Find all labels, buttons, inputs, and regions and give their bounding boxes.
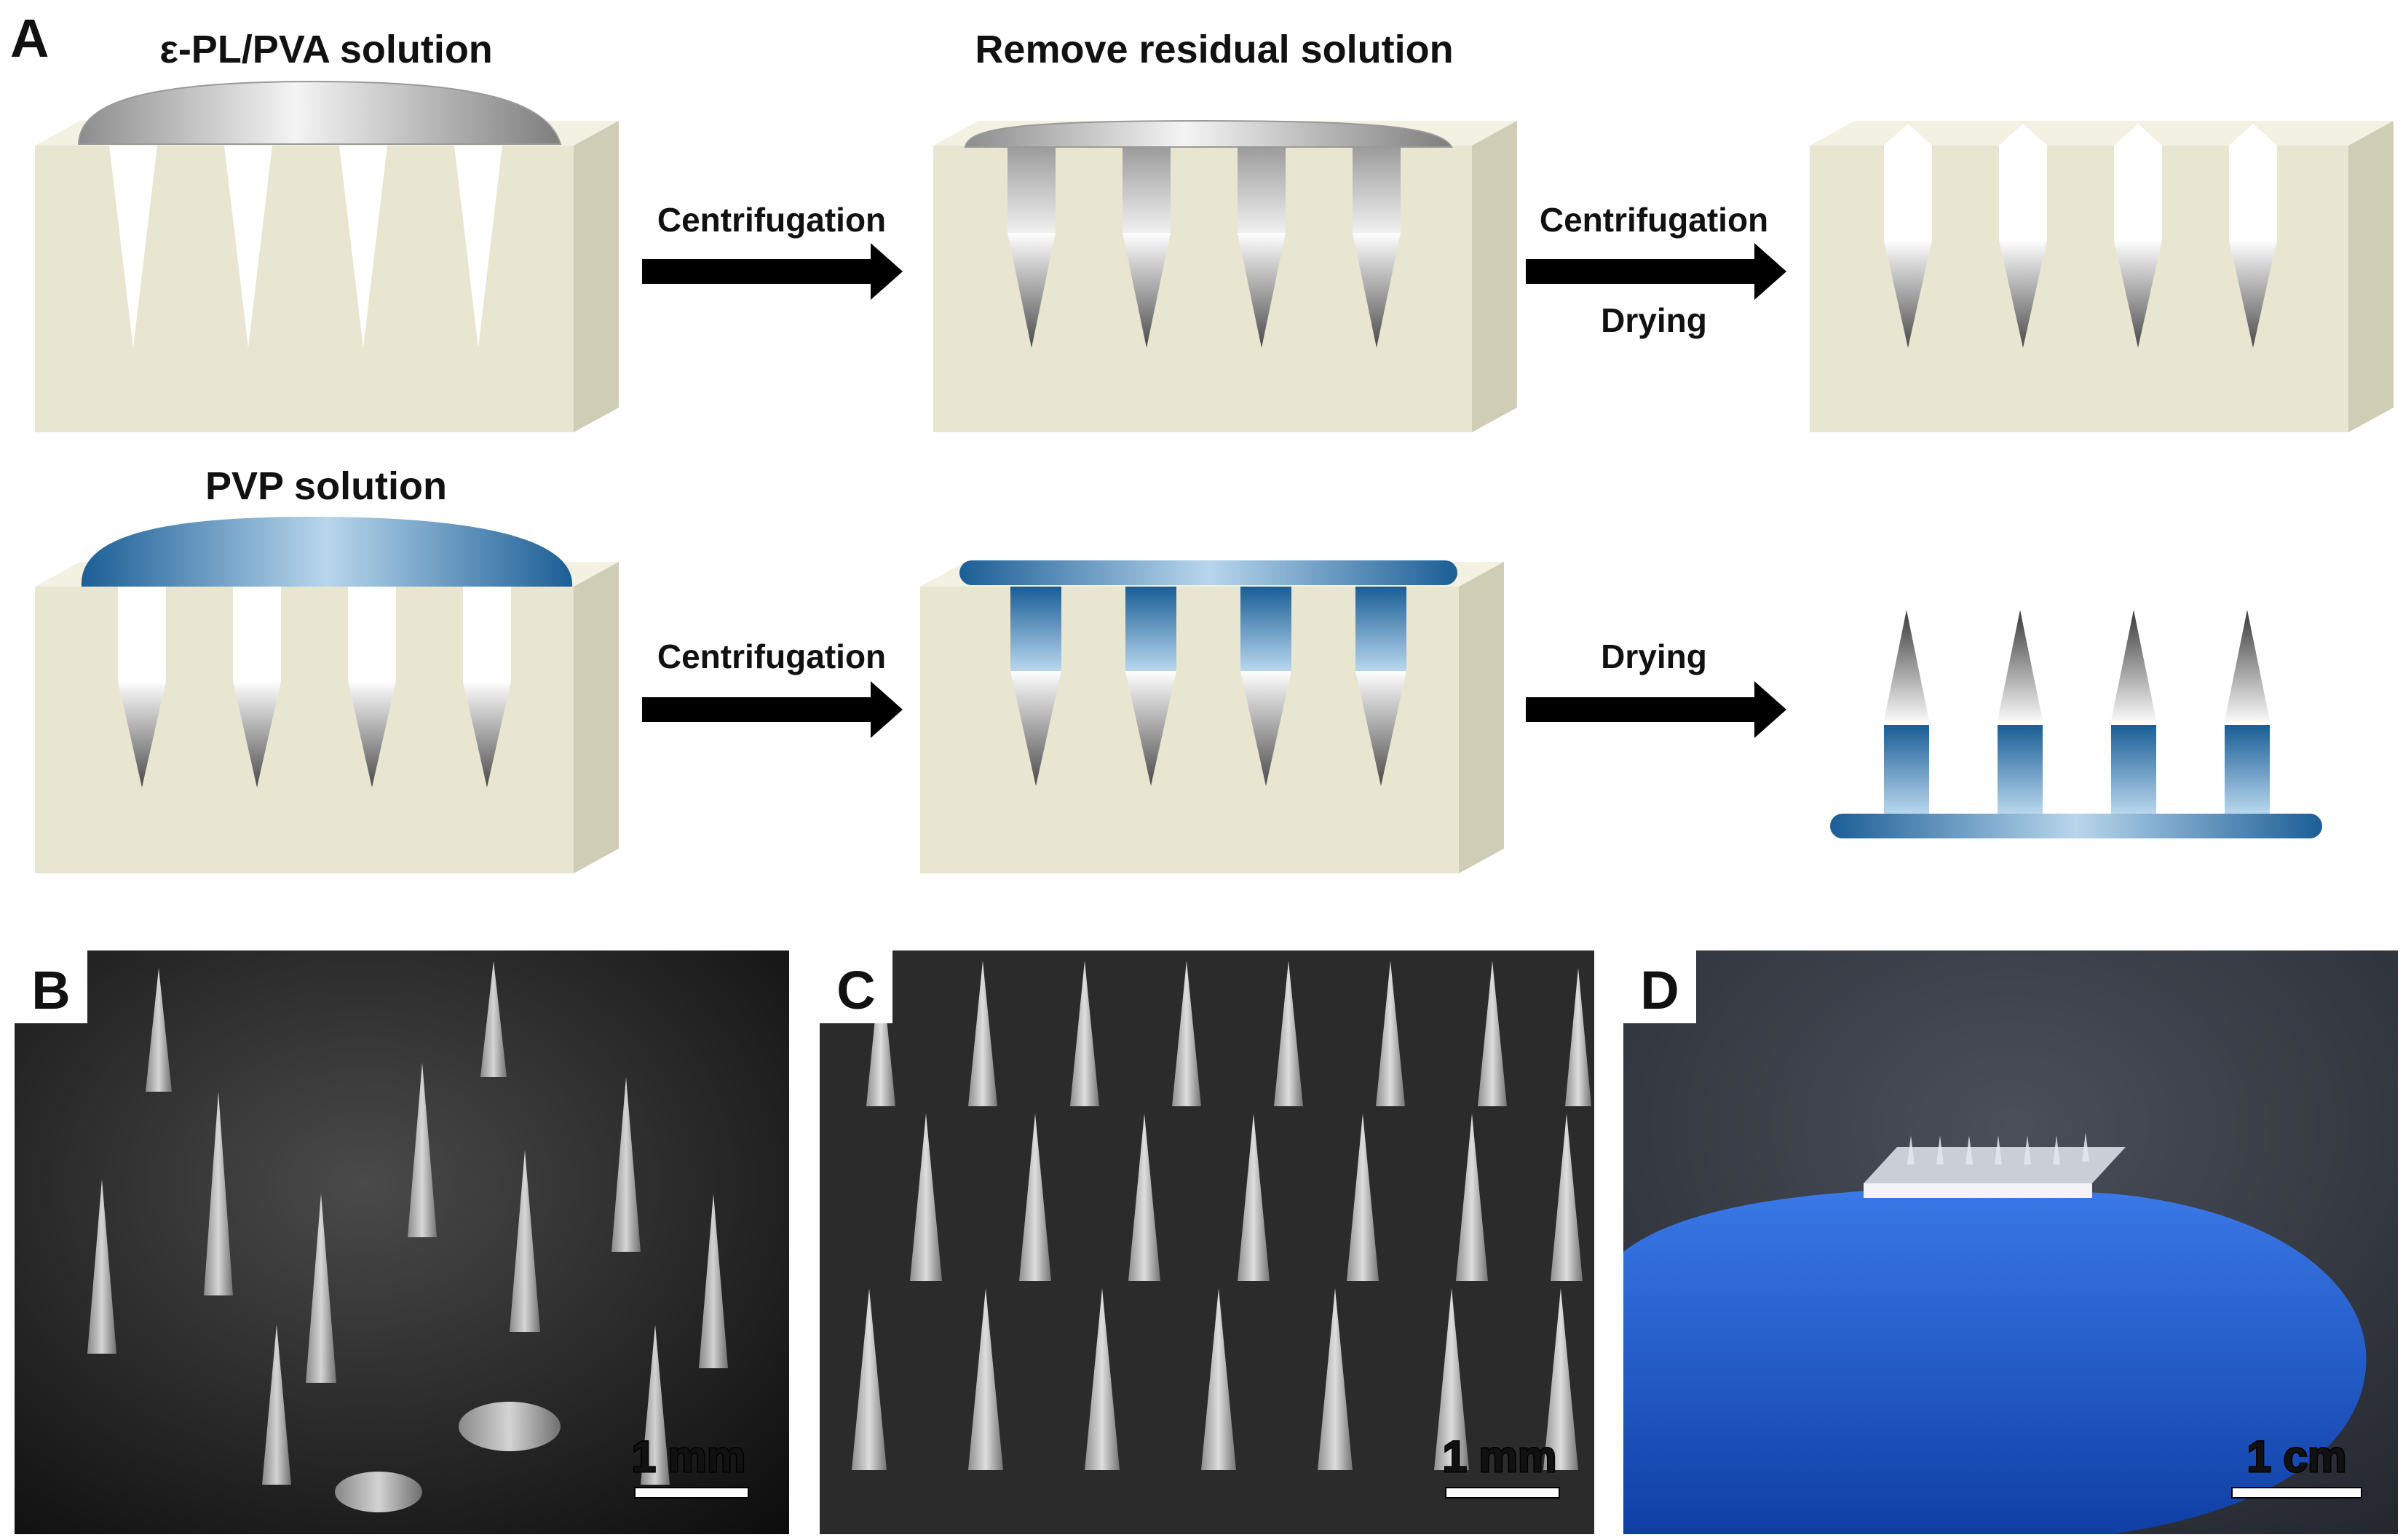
panel-a-letter: A	[10, 8, 49, 68]
panel-b-photo: B 1 mm	[15, 950, 789, 1534]
row2-solution-label: PVP solution	[205, 464, 447, 508]
row1-arrow2	[1526, 243, 1786, 300]
row2-arrow1	[642, 681, 903, 738]
row1-arrow2-label-bottom: Drying	[1601, 301, 1707, 339]
panel-c-photo: C 1 mm	[820, 950, 1594, 1534]
row1-arrow2-label-top: Centrifugation	[1540, 201, 1768, 239]
row2-arrow2-label: Drying	[1601, 638, 1707, 675]
mold-row1-step2	[933, 119, 1517, 432]
mold-row2-step2	[920, 560, 1504, 873]
blue-gloved-finger	[1623, 1188, 2367, 1534]
cavity-group	[109, 146, 502, 348]
mold-row1-step3	[1810, 121, 2394, 432]
panel-b-scale-bar	[634, 1487, 749, 1499]
panel-d-scale-label: 1 cm	[2247, 1432, 2347, 1481]
row2-arrow1-label: Centrifugation	[657, 638, 886, 675]
pvp-backing-layer	[959, 560, 1457, 585]
needle-array	[852, 961, 1591, 1470]
panel-c-letter: C	[836, 960, 875, 1020]
residual-film	[964, 119, 1453, 148]
panel-c-scale-bar	[1445, 1487, 1560, 1499]
panel-b-letter: B	[31, 960, 70, 1020]
mold-row1-step1	[35, 80, 619, 432]
panel-c-scale-label: 1 mm	[1443, 1432, 1557, 1481]
row1-arrow1	[642, 243, 903, 300]
pvp-filled-cavities	[1010, 587, 1406, 786]
broken-needles	[87, 961, 728, 1512]
mold-row2-step1	[35, 517, 619, 873]
tip-cavities	[118, 587, 511, 787]
row1-arrow1-label: Centrifugation	[657, 201, 886, 239]
microneedle-patch-photo	[1864, 1132, 2126, 1198]
row1-middle-label: Remove residual solution	[975, 28, 1453, 71]
silver-droplet	[77, 80, 562, 145]
pvp-droplet	[81, 517, 573, 587]
panel-d-photo: D 1 cm	[1623, 950, 2398, 1534]
panel-b-scale-label: 1 mm	[632, 1432, 746, 1481]
panel-d-letter: D	[1640, 960, 1679, 1020]
row2-arrow2	[1526, 681, 1786, 738]
dried-cavities	[1884, 124, 2277, 348]
panel-d-scale-bar	[2231, 1487, 2362, 1499]
filled-cavities	[1007, 146, 1401, 348]
row1-solution-label: ε-PL/PVA solution	[159, 28, 493, 71]
microneedle-patch	[1830, 610, 2322, 838]
patch-backing	[1830, 814, 2322, 838]
patch-needles	[1884, 610, 2270, 814]
